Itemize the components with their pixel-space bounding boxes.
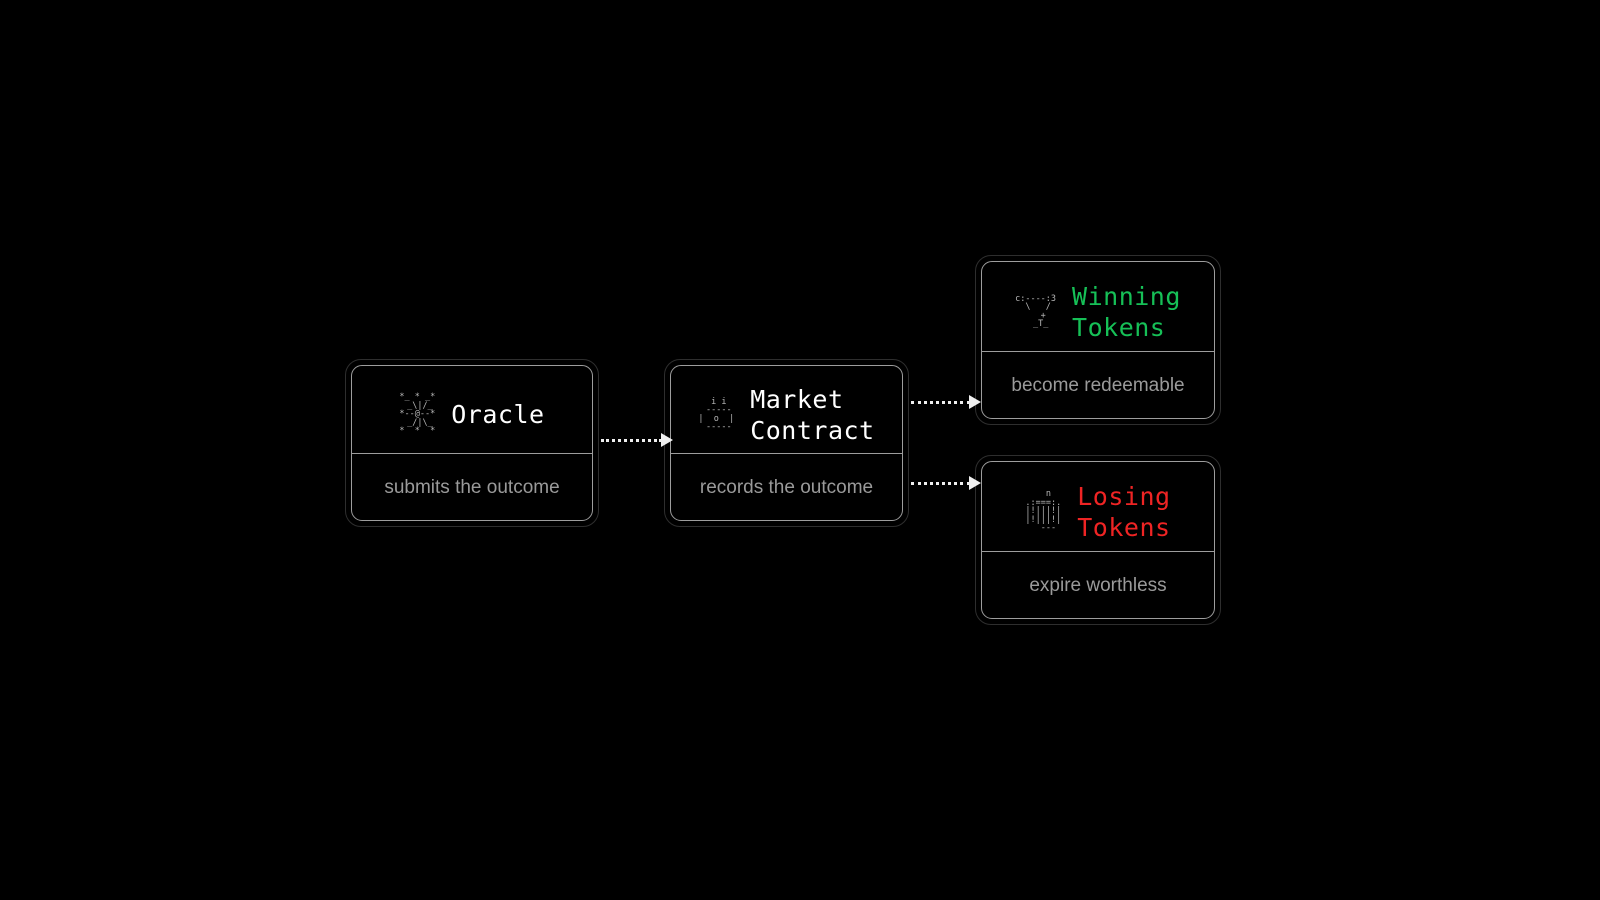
edge-market-to-losing [911, 476, 981, 490]
node-losing-tokens-body: expire worthless [982, 552, 1214, 618]
node-oracle-subtitle: submits the outcome [384, 476, 560, 498]
node-winning-tokens-subtitle: become redeemable [1011, 374, 1185, 396]
node-market-contract-body: records the outcome [671, 454, 902, 520]
node-winning-tokens-header: c:----:3 \ / + _T_ Winning Tokens [982, 262, 1214, 352]
edge-line [911, 400, 970, 404]
node-losing-tokens-frame: n .:===:. |!|||!| |!|||!| --- Losing Tok… [981, 461, 1215, 619]
edge-line [911, 481, 970, 485]
node-losing-tokens-title: Losing Tokens [1077, 481, 1171, 542]
node-market-contract-header: i i ----- | o | ----- Market Contract [671, 366, 902, 454]
arrowhead-icon [969, 395, 981, 409]
edge-market-to-winning [911, 395, 981, 409]
node-losing-tokens-subtitle: expire worthless [1029, 574, 1167, 596]
node-market-contract-frame: i i ----- | o | ----- Market Contract re… [670, 365, 903, 521]
trash-can-icon: n .:===:. |!|||!| |!|||!| --- [1025, 489, 1062, 534]
padlock-icon: i i ----- | o | ----- [698, 396, 735, 432]
node-oracle-body: submits the outcome [352, 454, 592, 520]
node-oracle-frame: *_ * _* _\|/_ *--@--* _/|\_ * * * Oracle… [351, 365, 593, 521]
edge-line [601, 438, 662, 442]
edge-oracle-to-market [601, 433, 673, 447]
node-market-contract[interactable]: i i ----- | o | ----- Market Contract re… [664, 359, 909, 527]
node-winning-tokens-frame: c:----:3 \ / + _T_ Winning Tokens become… [981, 261, 1215, 419]
node-oracle[interactable]: *_ * _* _\|/_ *--@--* _/|\_ * * * Oracle… [345, 359, 599, 527]
node-winning-tokens-body: become redeemable [982, 352, 1214, 418]
node-oracle-title: Oracle [451, 400, 545, 429]
node-market-contract-subtitle: records the outcome [699, 476, 874, 498]
node-oracle-header: *_ * _* _\|/_ *--@--* _/|\_ * * * Oracle [352, 366, 592, 454]
node-winning-tokens[interactable]: c:----:3 \ / + _T_ Winning Tokens become… [975, 255, 1221, 425]
arrowhead-icon [969, 476, 981, 490]
arrowhead-icon [661, 433, 673, 447]
node-losing-tokens-header: n .:===:. |!|||!| |!|||!| --- Losing Tok… [982, 462, 1214, 552]
trophy-icon: c:----:3 \ / + _T_ [1015, 293, 1057, 329]
node-market-contract-title: Market Contract [750, 384, 875, 445]
sunburst-oracle-icon: *_ * _* _\|/_ *--@--* _/|\_ * * * [399, 392, 436, 437]
node-losing-tokens[interactable]: n .:===:. |!|||!| |!|||!| --- Losing Tok… [975, 455, 1221, 625]
node-winning-tokens-title: Winning Tokens [1072, 281, 1181, 342]
